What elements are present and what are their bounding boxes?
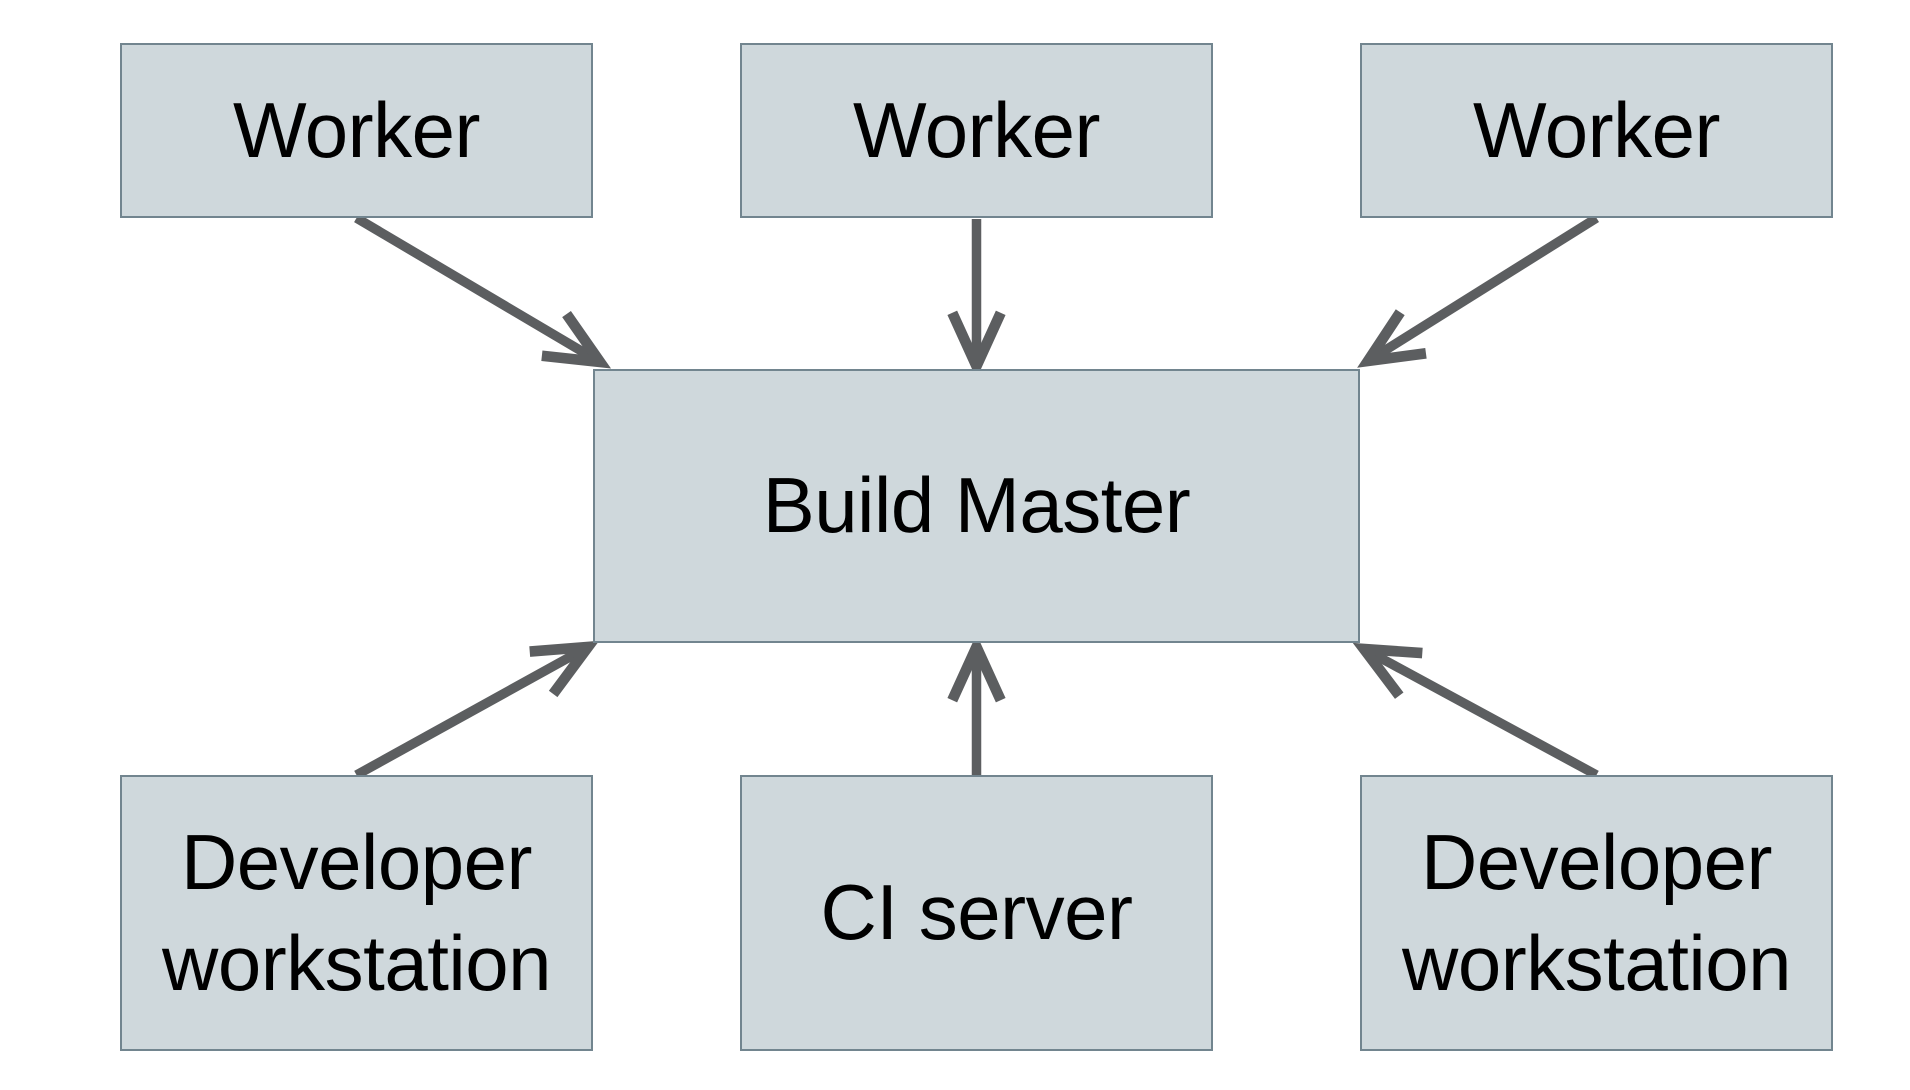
node-label: Build Master bbox=[762, 461, 1191, 550]
edge-worker-3-to-build-master bbox=[1357, 213, 1600, 368]
edge-dev-workstation-left-to-build-master bbox=[354, 640, 600, 780]
node-dev-workstation-right: Developer workstation bbox=[1360, 775, 1833, 1051]
node-worker-3: Worker bbox=[1360, 43, 1833, 218]
node-label: Worker bbox=[233, 85, 480, 174]
node-label: CI server bbox=[820, 868, 1133, 957]
node-label: Worker bbox=[1473, 85, 1720, 174]
node-dev-workstation-left: Developer workstation bbox=[120, 775, 593, 1051]
node-worker-1: Worker bbox=[120, 43, 593, 218]
edge-dev-workstation-right-to-build-master bbox=[1352, 642, 1599, 780]
node-label: Developer workstation bbox=[162, 817, 552, 1007]
node-label: Developer workstation bbox=[1402, 817, 1792, 1007]
node-ci-server: CI server bbox=[740, 775, 1213, 1051]
node-worker-2: Worker bbox=[740, 43, 1213, 218]
edge-worker-1-to-build-master bbox=[354, 213, 612, 369]
node-label: Worker bbox=[853, 85, 1100, 174]
node-build-master: Build Master bbox=[593, 369, 1360, 643]
